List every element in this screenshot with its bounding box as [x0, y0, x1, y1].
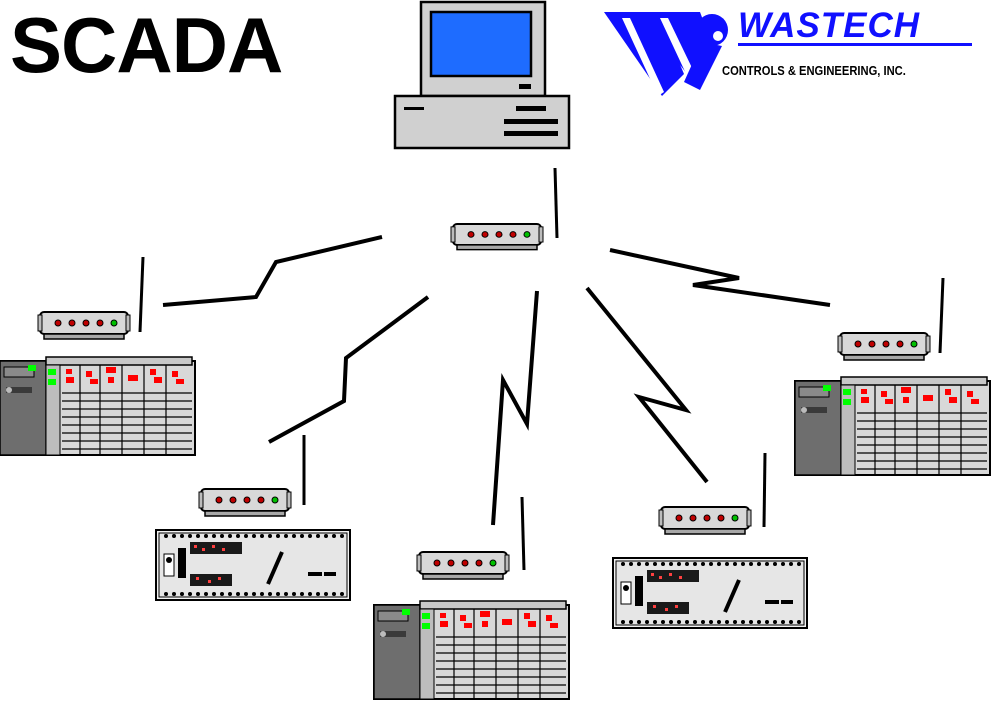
radio-modem-icon — [416, 551, 510, 580]
compact-plc-icon — [611, 556, 809, 630]
radio-link-5 — [609, 248, 831, 307]
rack-plc-icon — [794, 376, 991, 476]
radio-link-4 — [585, 286, 709, 484]
rack-plc-icon — [0, 356, 196, 456]
radio-modem-icon — [37, 311, 131, 340]
radio-modem-icon — [837, 332, 931, 361]
brand-underline — [738, 43, 972, 46]
radio-link-2 — [268, 295, 430, 444]
hub-radio-modem-icon — [450, 223, 544, 251]
brand-name: WASTECH — [738, 6, 920, 45]
compact-plc-icon — [154, 528, 352, 602]
radio-modem-icon — [198, 488, 292, 517]
brand-tagline: CONTROLS & ENGINEERING, INC. — [722, 63, 906, 78]
radio-modem-icon — [658, 506, 752, 535]
desktop-computer-icon — [393, 0, 571, 150]
radio-links — [162, 235, 831, 526]
rack-plc-icon — [373, 600, 570, 700]
wastech-logo-icon — [604, 12, 728, 96]
radio-link-3 — [491, 290, 539, 526]
page-title: SCADA — [10, 1, 283, 89]
radio-link-1 — [162, 235, 383, 307]
